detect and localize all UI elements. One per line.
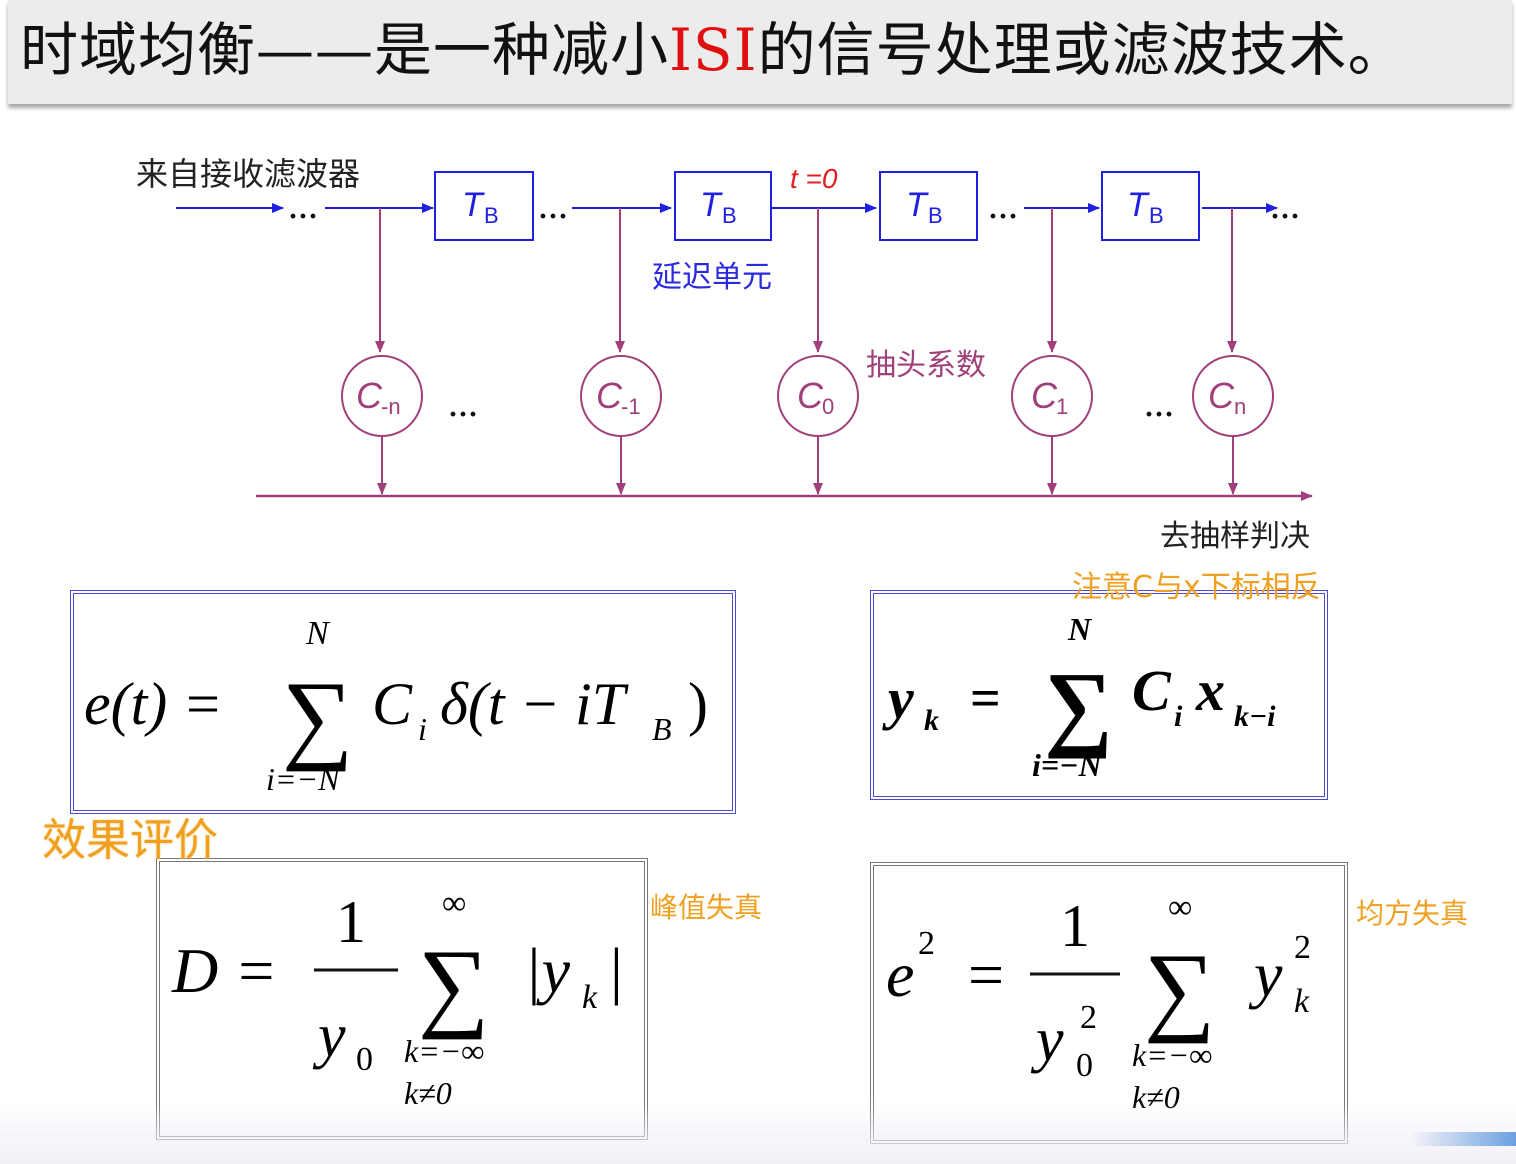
svg-text:C: C bbox=[596, 375, 623, 416]
input-label: 来自接收滤波器 bbox=[136, 155, 360, 193]
tap-coefficient: C n bbox=[1192, 355, 1274, 437]
impulse-response-formula: e(t) = N ∑ i=−N C i δ(t − iT B ) bbox=[84, 615, 708, 797]
svg-text:B: B bbox=[652, 711, 672, 747]
svg-text:2: 2 bbox=[1080, 999, 1097, 1036]
svg-text:k: k bbox=[924, 704, 939, 737]
output-formula: y k = N ∑ i=−N C i x k−i bbox=[882, 611, 1276, 783]
svg-text:i=−N: i=−N bbox=[1032, 747, 1104, 783]
svg-text:C: C bbox=[1031, 375, 1058, 416]
page-title: 时域均衡——是一种减小ISI的信号处理或滤波技术。 bbox=[20, 16, 1407, 84]
svg-text:0: 0 bbox=[822, 394, 834, 419]
svg-text:C: C bbox=[797, 375, 824, 416]
svg-text:y: y bbox=[1030, 1006, 1064, 1074]
delay-box: T B bbox=[1101, 171, 1200, 241]
svg-text:2: 2 bbox=[918, 925, 935, 962]
svg-text:=: = bbox=[970, 668, 1001, 728]
corner-accent bbox=[1410, 1132, 1516, 1146]
svg-text:∑: ∑ bbox=[1044, 652, 1112, 759]
delay-unit-label: 延迟单元 bbox=[652, 260, 772, 295]
tap-coefficient: C -n bbox=[341, 355, 423, 437]
bottom-fade bbox=[0, 1100, 1516, 1164]
svg-text:∑: ∑ bbox=[418, 929, 489, 1040]
svg-text:∑: ∑ bbox=[1144, 933, 1215, 1044]
svg-text:C: C bbox=[356, 375, 383, 416]
svg-text:k=−∞: k=−∞ bbox=[404, 1033, 484, 1069]
svg-text:∑: ∑ bbox=[282, 661, 353, 772]
svg-text:N: N bbox=[1067, 611, 1093, 647]
impulse-response-formula-box bbox=[70, 590, 736, 814]
svg-text:0: 0 bbox=[1076, 1047, 1093, 1084]
delay-box: T B bbox=[879, 171, 978, 241]
svg-text:B: B bbox=[1149, 203, 1164, 228]
svg-text:∞: ∞ bbox=[442, 885, 466, 922]
svg-text:∞: ∞ bbox=[1168, 889, 1192, 926]
svg-text:T: T bbox=[906, 186, 929, 224]
ellipsis: ··· bbox=[988, 200, 1018, 233]
svg-text:C: C bbox=[1132, 658, 1172, 723]
svg-text:B: B bbox=[928, 203, 943, 228]
title-bar bbox=[8, 0, 1512, 104]
isi-highlight: ISI bbox=[669, 16, 758, 84]
svg-text:0: 0 bbox=[356, 1041, 373, 1078]
tap-coeff-label: 抽头系数 bbox=[866, 348, 986, 383]
svg-text:i: i bbox=[1174, 700, 1183, 733]
ellipsis: ··· bbox=[538, 200, 568, 233]
svg-text:k: k bbox=[582, 979, 598, 1016]
tap-coefficient: C 0 bbox=[777, 355, 859, 437]
svg-text:i: i bbox=[418, 711, 427, 747]
svg-text:C: C bbox=[1208, 375, 1235, 416]
svg-text:-n: -n bbox=[381, 394, 401, 419]
tap-coefficient: C 1 bbox=[1011, 355, 1093, 437]
svg-text:1: 1 bbox=[1056, 394, 1068, 419]
ellipsis: ··· bbox=[448, 398, 478, 431]
mse-distortion-note: 均方失真 bbox=[1356, 897, 1469, 930]
evaluation-note: 效果评价 bbox=[42, 815, 218, 866]
peak-distortion-formula: D = 1 y 0 ∞ ∑ k=−∞ k≠0 |y k | bbox=[171, 885, 623, 1111]
svg-text:-1: -1 bbox=[621, 394, 641, 419]
svg-text:T: T bbox=[462, 186, 485, 224]
svg-text:y: y bbox=[882, 666, 914, 731]
peak-distortion-note: 峰值失真 bbox=[650, 891, 763, 924]
svg-text:y: y bbox=[1248, 939, 1283, 1010]
svg-text:B: B bbox=[722, 203, 737, 228]
delay-box: T B bbox=[434, 171, 534, 241]
svg-text:δ(t − iT: δ(t − iT bbox=[440, 671, 629, 737]
svg-text:y: y bbox=[312, 1002, 346, 1070]
tap-coefficient: C -1 bbox=[580, 355, 662, 437]
svg-text:B: B bbox=[484, 203, 499, 228]
svg-text:2: 2 bbox=[1294, 929, 1311, 966]
svg-text:T: T bbox=[700, 186, 723, 224]
t0-label: t =0 bbox=[790, 163, 838, 194]
svg-text:n: n bbox=[1234, 394, 1246, 419]
svg-text:x: x bbox=[1195, 658, 1225, 723]
svg-text:|: | bbox=[610, 935, 623, 1006]
ellipsis: ··· bbox=[1270, 200, 1300, 233]
svg-text:k=−∞: k=−∞ bbox=[1132, 1037, 1212, 1073]
delay-box: T B bbox=[674, 171, 772, 241]
svg-text:e: e bbox=[886, 939, 914, 1010]
ellipsis: ··· bbox=[1144, 398, 1174, 431]
svg-text:N: N bbox=[305, 615, 331, 652]
svg-text:=: = bbox=[968, 939, 1004, 1010]
output-label: 去抽样判决 bbox=[1160, 519, 1310, 554]
svg-text:1: 1 bbox=[336, 889, 366, 955]
svg-text:D =: D = bbox=[171, 935, 277, 1006]
subscript-note: 注意C与x下标相反 bbox=[1072, 570, 1321, 605]
svg-text:k−i: k−i bbox=[1234, 700, 1276, 733]
transversal-filter-diagram: 来自接收滤波器 ··· ··· ··· ··· T B T B T B T B … bbox=[136, 155, 1313, 554]
svg-text:C: C bbox=[372, 671, 413, 737]
mse-formula: e 2 = 1 y 2 0 ∞ ∑ k=−∞ k≠0 y 2 k bbox=[886, 889, 1311, 1115]
svg-text:): ) bbox=[688, 671, 708, 737]
svg-text:|y: |y bbox=[524, 935, 571, 1006]
ellipsis: ··· bbox=[288, 200, 318, 233]
svg-text:i=−N: i=−N bbox=[266, 761, 341, 797]
svg-text:1: 1 bbox=[1060, 893, 1090, 959]
svg-text:T: T bbox=[1127, 186, 1150, 224]
svg-text:e(t) =: e(t) = bbox=[84, 671, 223, 737]
output-formula-box bbox=[870, 590, 1328, 800]
svg-text:k: k bbox=[1294, 983, 1310, 1020]
